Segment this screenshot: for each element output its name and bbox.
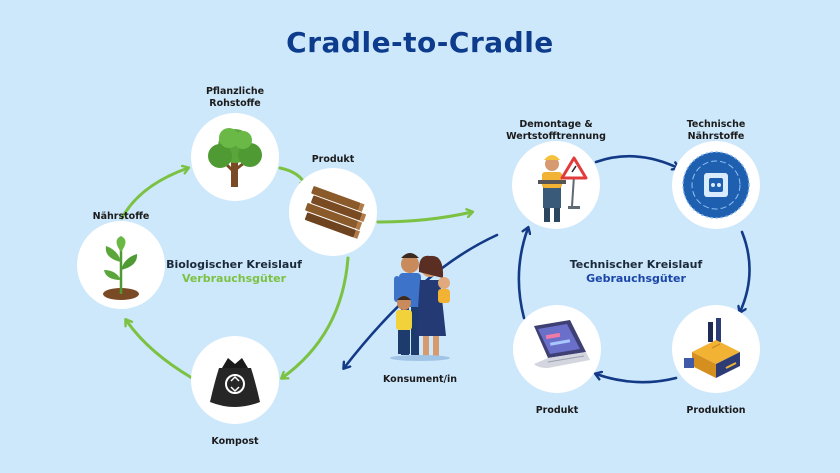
label-dismantling-line1: Demontage & (519, 119, 593, 130)
page-title: Cradle-to-Cradle (286, 26, 554, 59)
tree-icon (208, 128, 262, 187)
label-bio-product: Produkt (311, 154, 355, 165)
label-dismantling: Demontage & Wertstofftrennung (506, 119, 606, 143)
arrow-dismantling-to-nutrients (594, 154, 678, 168)
arrow-compost-to-nutrients (126, 320, 194, 380)
label-tech-nutrients-line1: Technische (686, 119, 746, 130)
laptop-icon (534, 320, 590, 368)
label-compost: Kompost (211, 436, 259, 447)
arrow-product-to-dismantling (517, 228, 528, 320)
arrow-production-to-product (596, 374, 678, 384)
arrow-nutrients-to-production (740, 230, 751, 312)
compost-bag-icon (210, 358, 260, 407)
seedling-icon (103, 236, 139, 300)
label-consumer: Konsument/in (382, 374, 458, 385)
arrow-nutrients-to-raw (120, 168, 188, 220)
label-raw-line2: Rohstoffe (209, 98, 261, 109)
arrow-product-to-compost (282, 256, 350, 378)
factory-icon (684, 318, 740, 378)
wood-planks-icon (304, 186, 367, 239)
biological-cycle-title: Biologischer Kreislauf (166, 258, 302, 271)
label-tech-nutrients-line2: Nährstoffe (687, 131, 745, 142)
label-tech-product: Produkt (535, 405, 579, 416)
worker-icon (538, 155, 588, 222)
label-raw-line1: Pflanzliche (205, 86, 265, 97)
label-tech-nutrients: Technische Nährstoffe (676, 119, 756, 143)
technical-cycle-subtitle: Gebrauchsgüter (586, 272, 686, 285)
biological-arrows (120, 168, 472, 380)
label-production: Produktion (686, 405, 746, 416)
circuit-chip-icon (682, 151, 750, 219)
biological-cycle-subtitle: Verbrauchsgüter (181, 272, 287, 285)
label-bio-nutrients: Nährstoffe (92, 211, 150, 222)
arrow-product-to-consumer (376, 212, 472, 224)
label-raw-materials: Pflanzliche Rohstoffe (195, 86, 275, 110)
family-icon (390, 253, 450, 361)
technical-cycle-title: Technischer Kreislauf (569, 258, 703, 271)
label-dismantling-line2: Wertstofftrennung (506, 131, 606, 142)
